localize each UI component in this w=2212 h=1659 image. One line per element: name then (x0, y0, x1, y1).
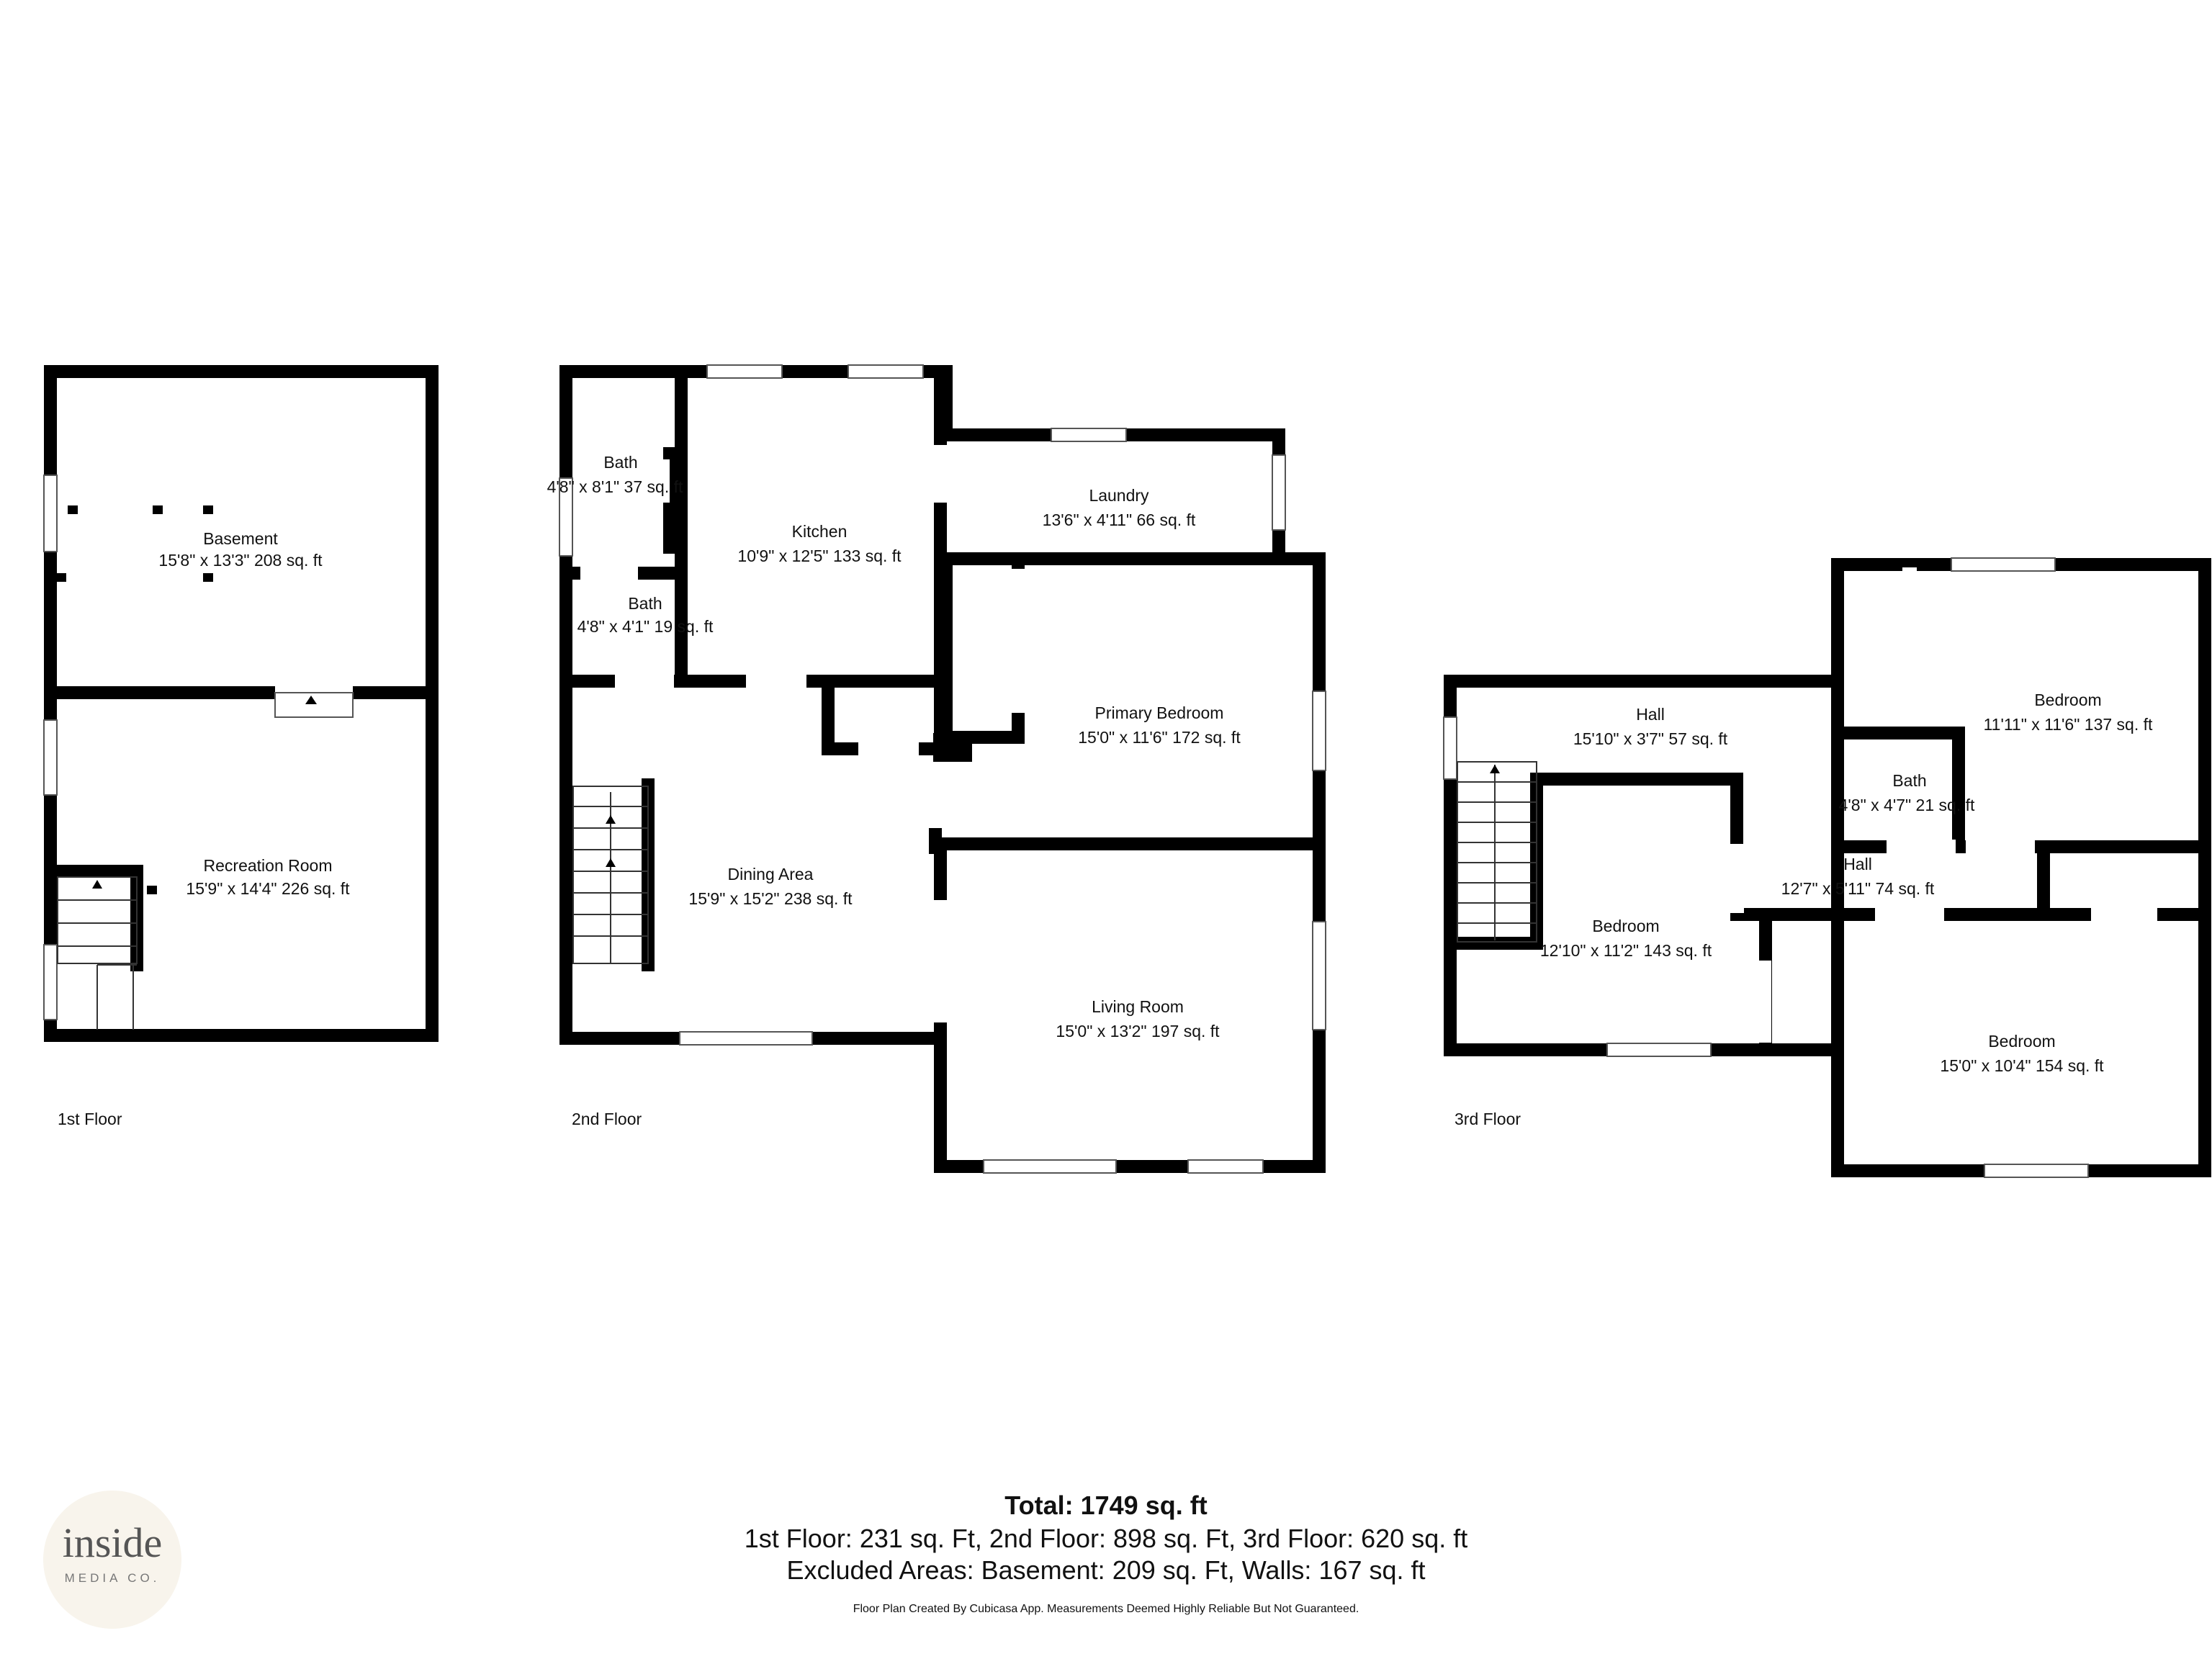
bedroom-w-dims: 12'10" x 11'2" 143 sq. ft (1540, 941, 1712, 960)
bath-c-dims: 4'8" x 4'7" 21 sq. ft (1839, 796, 1975, 814)
hall-upper-dims: 15'10" x 3'7" 57 sq. ft (1573, 729, 1728, 748)
bedroom-se-name: Bedroom (1988, 1032, 2055, 1051)
third-floor-stairs (1457, 761, 1537, 943)
bedroom-w-name: Bedroom (1592, 917, 1659, 935)
third-floor-plan: Hall 15'10" x 3'7" 57 sq. ft Bedroom 11'… (1443, 557, 2211, 1178)
recreation-room-dims: 15'9" x 14'4" 226 sq. ft (186, 879, 350, 898)
bedroom-ne-name: Bedroom (2034, 691, 2101, 709)
bath-b-dims: 4'8" x 4'1" 19 sq. ft (577, 617, 714, 636)
bath-c-name: Bath (1892, 771, 1926, 790)
bath-a-name: Bath (603, 453, 637, 472)
second-floor-plan: Bath 4'8" x 8'1" 37 sq. ft Bath 4'8" x 4… (547, 364, 1326, 1174)
floors-area-summary: 1st Floor: 231 sq. Ft, 2nd Floor: 898 sq… (744, 1524, 1468, 1553)
bedroom-se-dims: 15'0" x 10'4" 154 sq. ft (1940, 1056, 2104, 1075)
laundry-name: Laundry (1089, 486, 1149, 505)
primary-bedroom-name: Primary Bedroom (1095, 703, 1224, 722)
basement-name: Basement (203, 529, 278, 548)
dining-area-name: Dining Area (728, 865, 814, 884)
excluded-areas-summary: Excluded Areas: Basement: 209 sq. Ft, Wa… (786, 1555, 1426, 1585)
first-floor-plan: Basement 15'8" x 13'3" 208 sq. ft Recrea… (43, 365, 439, 1128)
hall-lower-dims: 12'7" x 5'11" 74 sq. ft (1781, 879, 1935, 898)
kitchen-name: Kitchen (792, 522, 848, 541)
bath-b-name: Bath (628, 594, 662, 613)
dining-area-dims: 15'9" x 15'2" 238 sq. ft (688, 889, 853, 908)
living-room-dims: 15'0" x 13'2" 197 sq. ft (1056, 1022, 1220, 1040)
living-room-name: Living Room (1092, 997, 1184, 1016)
third-floor-label: 3rd Floor (1455, 1110, 1521, 1128)
second-floor-stairs (572, 778, 655, 971)
kitchen-dims: 10'9" x 12'5" 133 sq. ft (737, 547, 902, 565)
recreation-room-name: Recreation Room (204, 856, 333, 875)
logo-wordmark: inside (62, 1519, 163, 1566)
first-floor-label: 1st Floor (58, 1110, 122, 1128)
basement-dims: 15'8" x 13'3" 208 sq. ft (158, 551, 323, 570)
hall-lower-name: Hall (1843, 855, 1872, 873)
primary-bedroom-dims: 15'0" x 11'6" 172 sq. ft (1078, 728, 1241, 747)
first-floor-stairs (50, 865, 143, 1030)
total-area: Total: 1749 sq. ft (1004, 1491, 1208, 1520)
laundry-dims: 13'6" x 4'11" 66 sq. ft (1043, 511, 1196, 529)
disclaimer: Floor Plan Created By Cubicasa App. Meas… (853, 1603, 1359, 1615)
inside-media-logo: inside MEDIA CO. (43, 1491, 181, 1629)
hall-upper-name: Hall (1636, 705, 1665, 724)
bedroom-ne-dims: 11'11" x 11'6" 137 sq. ft (1984, 715, 2153, 734)
logo-subtitle: MEDIA CO. (64, 1571, 161, 1585)
second-floor-label: 2nd Floor (572, 1110, 642, 1128)
bath-a-dims: 4'8" x 8'1" 37 sq. ft (547, 477, 683, 496)
